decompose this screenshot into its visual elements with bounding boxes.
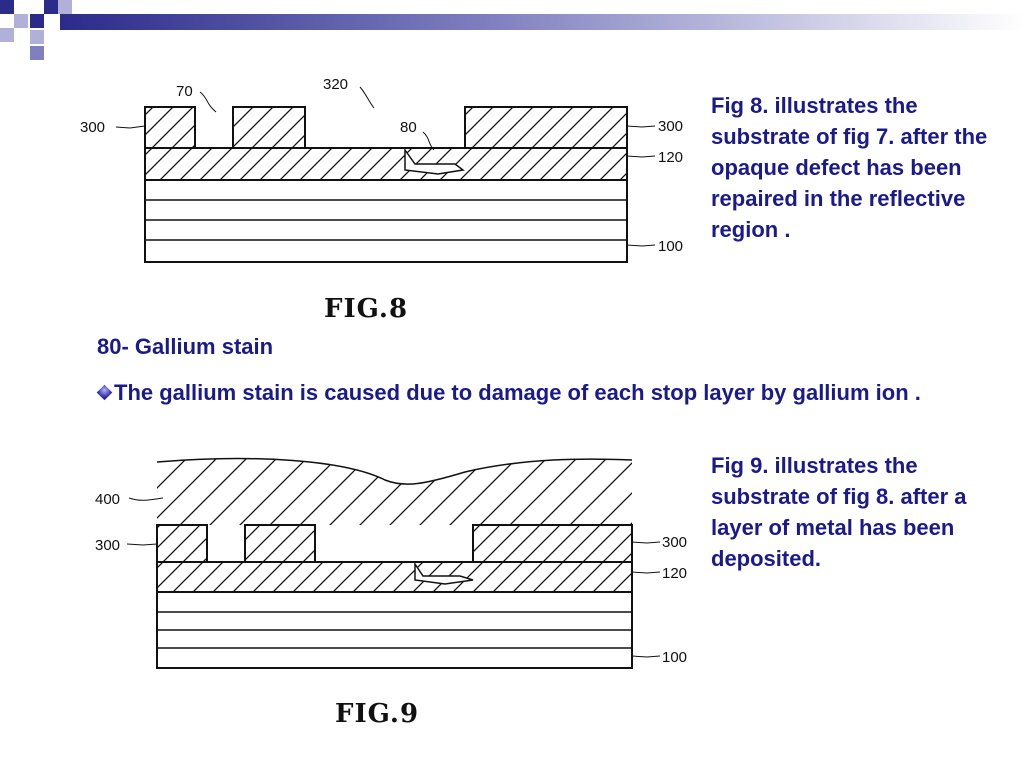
fig9-diagram: 400 300 300 120 100 FIG.9 bbox=[95, 457, 687, 729]
fig8-label-300-left: 300 bbox=[80, 119, 105, 136]
header-decoration bbox=[0, 0, 1024, 60]
fig9-block-2 bbox=[244, 524, 316, 563]
fig9-label-120: 120 bbox=[662, 565, 687, 582]
fig9-gallium-stain bbox=[414, 561, 474, 585]
fig9-description: Fig 9. illustrates the substrate of fig … bbox=[711, 453, 967, 571]
fig9-substrate-layer bbox=[156, 591, 633, 669]
fig9-label-100: 100 bbox=[662, 649, 687, 666]
fig9-label-400: 400 bbox=[95, 491, 120, 508]
fig8-caption: FIG.8 bbox=[324, 294, 408, 324]
diamond-bullet-icon bbox=[96, 384, 113, 401]
gallium-stain-label: 80- Gallium stain bbox=[97, 334, 274, 359]
fig9-label-300-right: 300 bbox=[662, 534, 687, 551]
fig9-metal-layer-400 bbox=[157, 458, 632, 525]
fig9-layer-120 bbox=[156, 561, 633, 593]
fig9-block-1 bbox=[156, 524, 208, 563]
fig9-label-300-left: 300 bbox=[95, 537, 120, 554]
gallium-stain-cause-text: The gallium stain is caused due to damag… bbox=[114, 380, 921, 405]
fig8-block-2 bbox=[232, 106, 306, 149]
gallium-stain-cause: The gallium stain is caused due to damag… bbox=[96, 377, 927, 408]
fig8-layer-120 bbox=[144, 147, 628, 181]
fig8-label-320: 320 bbox=[323, 76, 348, 93]
fig8-block-1 bbox=[144, 106, 196, 149]
fig8-description: Fig 8. illustrates the substrate of fig … bbox=[711, 93, 988, 242]
fig9-block-3 bbox=[472, 524, 633, 563]
fig8-label-80: 80 bbox=[400, 119, 417, 136]
fig8-diagram: 300 300 120 100 70 320 80 FIG.8 bbox=[80, 76, 683, 324]
fig8-label-70: 70 bbox=[176, 83, 193, 100]
fig8-label-300-right: 300 bbox=[658, 118, 683, 135]
fig9-caption: FIG.9 bbox=[335, 699, 419, 729]
fig8-label-120: 120 bbox=[658, 149, 683, 166]
fig8-block-3 bbox=[464, 106, 628, 149]
fig8-label-100: 100 bbox=[658, 238, 683, 255]
fig8-substrate-layer bbox=[144, 179, 628, 263]
fig8-gallium-stain bbox=[404, 147, 465, 175]
